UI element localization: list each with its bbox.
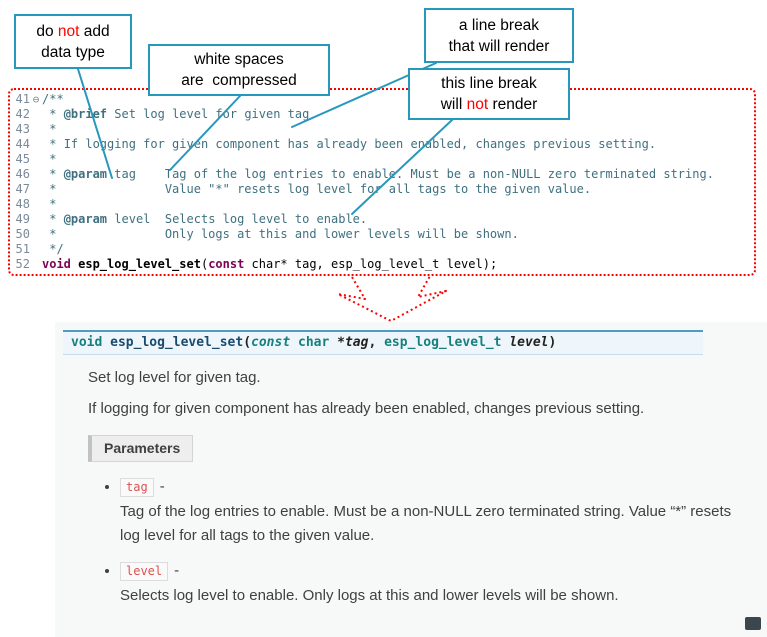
code-text: void esp_log_level_set(const char* tag, … [42, 257, 498, 271]
line-number: 51 [15, 242, 30, 256]
code-text: */ [42, 242, 64, 256]
param-name-chip: tag [120, 478, 154, 497]
code-line: 46 * @param tag Tag of the log entries t… [10, 167, 754, 182]
keyword-void: void [42, 257, 71, 271]
sig-arg-tag: *tag [337, 335, 369, 350]
line-number: 42 [15, 107, 30, 121]
keyword-const: const [208, 257, 245, 271]
param-name-chip: level [120, 562, 169, 581]
code-line: 47 * Value "*" resets log level for all … [10, 182, 754, 197]
sig-type-char: char [290, 335, 338, 350]
line-number: 52 [15, 257, 30, 271]
callout-text-line: are compressed [181, 72, 297, 89]
parameters-list: tag- Tag of the log entries to enable. M… [105, 478, 759, 608]
code-text: * Only logs at this and lower levels wil… [42, 227, 519, 241]
code-line: 41⊖/** [10, 92, 754, 107]
code-text: * @brief Set log level for given tag [42, 107, 310, 121]
callout-text-line: a line break [458, 16, 540, 34]
sig-function-name: esp_log_level_set [102, 335, 244, 350]
sig-keyword-void: void [71, 335, 103, 350]
code-line: 49 * @param level Selects log level to e… [10, 212, 754, 227]
code-editor: 41⊖/** 42 * @brief Set log level for giv… [8, 88, 756, 276]
code-line: 48 * [10, 197, 754, 212]
param-description: Selects log level to enable. Only logs a… [120, 587, 619, 604]
line-number: 49 [15, 212, 30, 226]
line-number: 41 [15, 92, 30, 106]
code-line: 43 * [10, 122, 754, 137]
param-item-tag: tag- Tag of the log entries to enable. M… [120, 478, 759, 548]
brief-text: Set log level for given tag. [88, 369, 261, 386]
callout-break-no-render: this line break will not render [408, 68, 570, 120]
callout-break-render: a line break that will render [424, 8, 574, 63]
callout-text-line: will not render [440, 96, 538, 113]
code-line: 50 * Only logs at this and lower levels … [10, 227, 754, 242]
function-name: esp_log_level_set [70, 257, 201, 271]
code-line: 42 * @brief Set log level for given tag [10, 107, 754, 122]
code-text: * [42, 152, 57, 166]
function-signature: void esp_log_level_set(const char *tag, … [63, 330, 703, 355]
code-line-declaration: 52 void esp_log_level_set(const char* tag… [10, 257, 754, 272]
fold-collapse-icon[interactable]: ⊖ [32, 93, 40, 106]
callout-text-line: that will render [448, 37, 550, 55]
callout-text-line: data type [41, 43, 105, 61]
param-head: tag- [120, 478, 759, 497]
code-text: * [42, 122, 57, 136]
parameters-label: Parameters [88, 435, 194, 462]
callout-text-line: this line break [441, 75, 537, 92]
param-separator: - [159, 478, 165, 495]
details-text: If logging for given component has alrea… [88, 400, 645, 417]
callout-text-line: do not add [36, 22, 110, 40]
param-separator: - [174, 562, 180, 579]
code-to-docs-arrow [337, 275, 447, 322]
code-text: * [42, 197, 57, 211]
line-number: 47 [15, 182, 30, 196]
code-line: 44 * If logging for given component has … [10, 137, 754, 152]
line-number: 46 [15, 167, 30, 181]
param-description: Tag of the log entries to enable. Must b… [120, 503, 732, 544]
rendered-docs-panel: void esp_log_level_set(const char *tag, … [55, 322, 767, 637]
line-number: 44 [15, 137, 30, 151]
code-text: /** [42, 92, 64, 106]
highlighted-word: not [57, 22, 80, 40]
callout-no-datatype: do not add data type [14, 14, 132, 69]
callout-whitespace: white spaces are compressed [148, 44, 330, 96]
param-item-level: level- Selects log level to enable. Only… [120, 562, 759, 608]
line-number: 43 [15, 122, 30, 136]
line-number: 48 [15, 197, 30, 211]
flyout-badge[interactable] [745, 617, 761, 630]
sig-type-esp-log-level-t: esp_log_level_t [384, 335, 502, 350]
callout-text-line: white spaces [194, 51, 284, 68]
code-line: 51 */ [10, 242, 754, 257]
highlighted-word: not [466, 96, 489, 113]
code-text: * @param level Selects log level to enab… [42, 212, 368, 226]
sig-arg-level: level [501, 335, 549, 350]
line-number: 50 [15, 227, 30, 241]
code-text: * @param tag Tag of the log entries to e… [42, 167, 714, 181]
code-text: * If logging for given component has alr… [42, 137, 657, 151]
code-text: * Value "*" resets log level for all tag… [42, 182, 592, 196]
line-number: 45 [15, 152, 30, 166]
code-line: 45 * [10, 152, 754, 167]
sig-keyword-const: const [251, 335, 291, 350]
param-head: level- [120, 562, 759, 581]
